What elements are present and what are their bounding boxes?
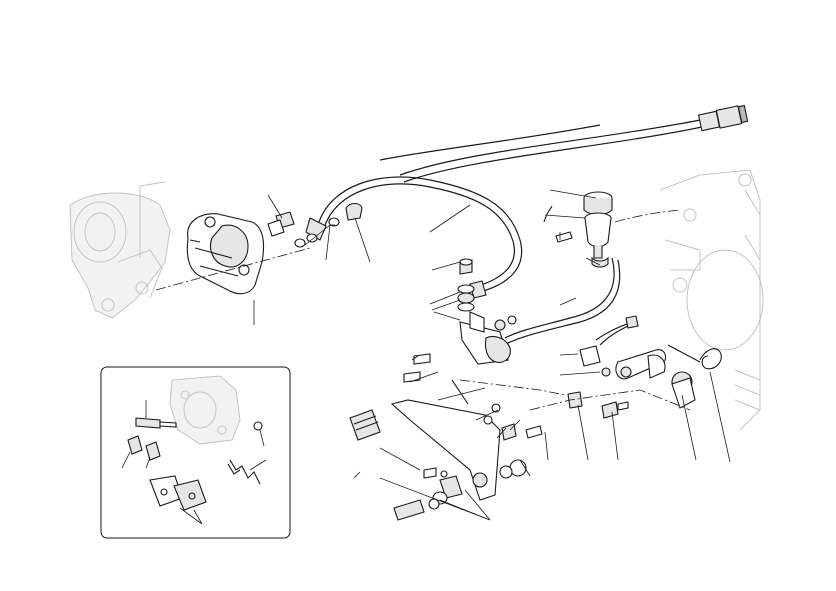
rear-brake-hose (305, 176, 523, 299)
brake-light-switch (579, 315, 639, 377)
master-cylinder-assembly (457, 258, 517, 365)
rear-brake-caliper (186, 213, 265, 295)
brake-fluid-reservoir (543, 191, 613, 268)
brake-pedal-pivot (567, 344, 722, 419)
caliper-detail-inset (100, 366, 291, 539)
sensor-wire (379, 104, 749, 183)
rear-wheel-hub-ghost (69, 181, 171, 319)
engine-casing-ghost (659, 169, 764, 431)
leader-lines (253, 189, 731, 521)
pedal-pivot-hardware (393, 353, 527, 521)
caliper-bolt-and-washers (267, 202, 363, 248)
